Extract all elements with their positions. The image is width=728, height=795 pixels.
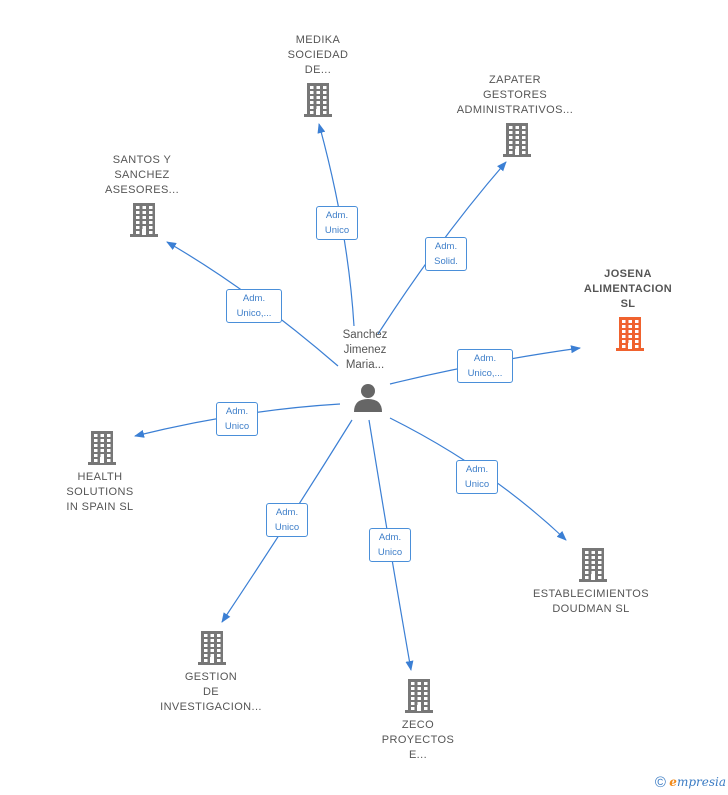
company-label-zapater[interactable]: ZAPATER GESTORES ADMINISTRATIVOS... [456, 74, 574, 116]
company-label-josena[interactable]: JOSENA ALIMENTACION SL [583, 268, 673, 310]
company-label-zeco[interactable]: ZECO PROYECTOS E... [381, 719, 455, 761]
person-icon[interactable] [354, 384, 382, 412]
building-icon-santos[interactable] [130, 203, 158, 237]
edge-label-health[interactable]: Adm. Unico [216, 402, 258, 436]
edges-layer [134, 123, 581, 671]
brand-logo-e: e [669, 775, 677, 789]
edge-label-josena[interactable]: Adm. Unico,... [457, 349, 513, 383]
company-label-medika[interactable]: MEDIKA SOCIEDAD DE... [287, 34, 349, 76]
edge-label-zapater[interactable]: Adm. Solid. [425, 237, 467, 271]
footer-brand: © empresia [655, 774, 726, 791]
icons-layer [88, 83, 644, 713]
edge-label-santos[interactable]: Adm. Unico,... [226, 289, 282, 323]
building-icon-josena[interactable] [616, 317, 644, 351]
building-icon-zapater[interactable] [503, 123, 531, 157]
building-icon-zeco[interactable] [405, 679, 433, 713]
building-icon-gestion[interactable] [198, 631, 226, 665]
company-label-health[interactable]: HEALTH SOLUTIONS IN SPAIN SL [66, 471, 134, 513]
company-label-gestion[interactable]: GESTION DE INVESTIGACION... [160, 671, 262, 713]
company-label-establecimientos[interactable]: ESTABLECIMIENTOS DOUDMAN SL [532, 588, 650, 615]
building-icon-medika[interactable] [304, 83, 332, 117]
brand-logo-text: mpresia [676, 775, 726, 789]
center-person-label[interactable]: Sanchez Jimenez Maria... [342, 329, 388, 371]
edge-label-gestion[interactable]: Adm. Unico [266, 503, 308, 537]
building-icon-establecimientos[interactable] [579, 548, 607, 582]
company-label-santos[interactable]: SANTOS Y SANCHEZ ASESORES... [104, 154, 180, 196]
copyright-icon: © [654, 774, 666, 791]
edge-label-medika[interactable]: Adm. Unico [316, 206, 358, 240]
building-icon-health[interactable] [88, 431, 116, 465]
edge-label-zeco[interactable]: Adm. Unico [369, 528, 411, 562]
edge-label-establecimientos[interactable]: Adm. Unico [456, 460, 498, 494]
